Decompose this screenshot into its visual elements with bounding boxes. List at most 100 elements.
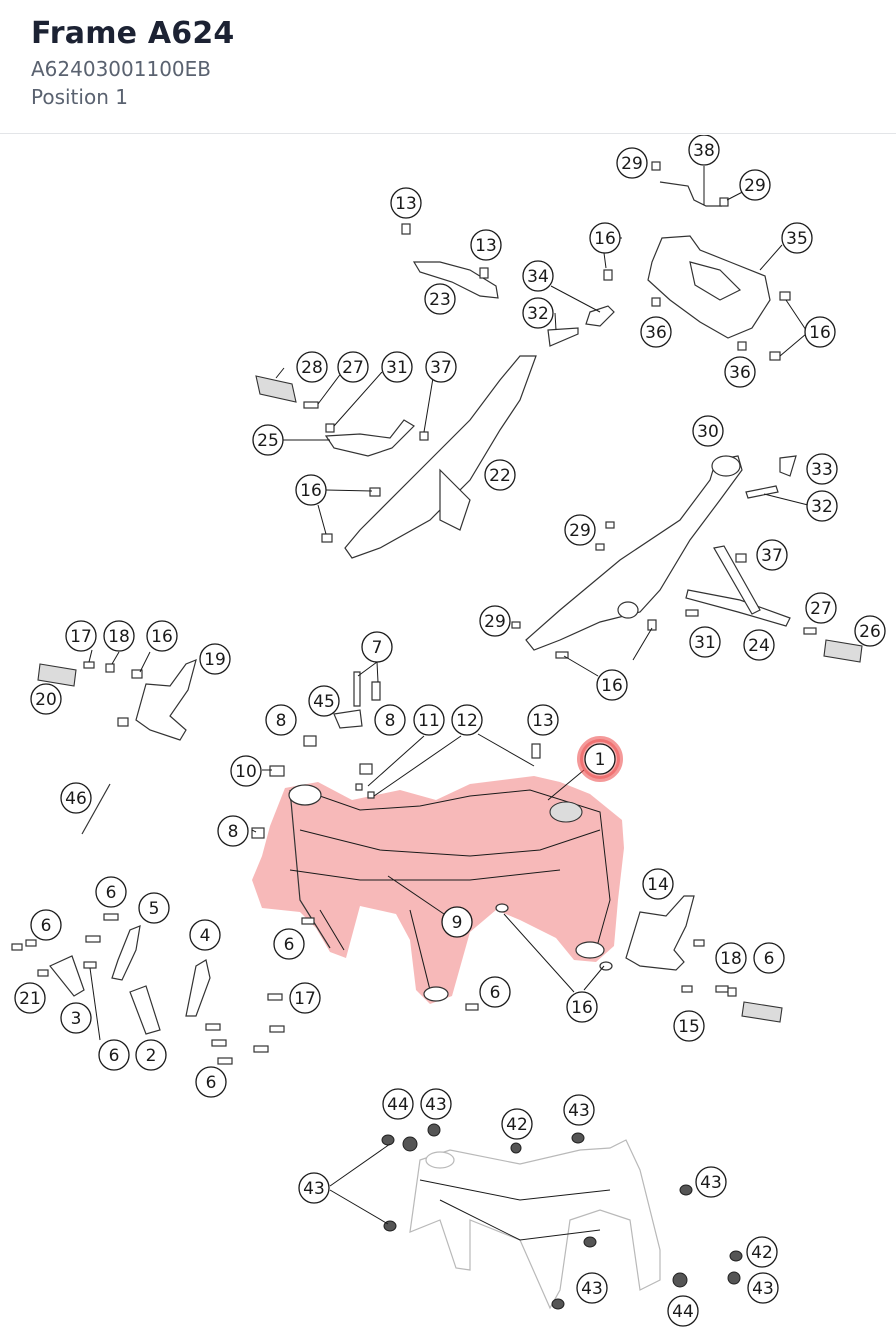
callout-circle[interactable] [781,222,813,254]
callout-circle[interactable] [753,942,785,974]
callout-circle[interactable] [189,919,221,951]
callout-circle[interactable] [616,147,648,179]
callout-circle[interactable] [14,982,46,1014]
callout-circle[interactable] [576,1272,608,1304]
callout-circle[interactable] [522,260,554,292]
callout-circle[interactable] [673,1010,705,1042]
callout-circle[interactable] [95,876,127,908]
callout-17[interactable]: 17 [289,982,321,1014]
callout-11[interactable]: 11 [413,704,445,736]
callout-circle[interactable] [806,490,838,522]
callout-circle[interactable] [689,626,721,658]
callout-8[interactable]: 8 [374,704,406,736]
callout-42[interactable]: 42 [501,1108,533,1140]
callout-circle[interactable] [589,222,621,254]
callout-circle[interactable] [451,704,483,736]
callout-33[interactable]: 33 [806,453,838,485]
callout-9[interactable]: 9 [441,906,473,938]
callout-8[interactable]: 8 [217,815,249,847]
callout-32[interactable]: 32 [806,490,838,522]
callout-circle[interactable] [470,229,502,261]
callout-circle[interactable] [564,514,596,546]
callout-15[interactable]: 15 [673,1010,705,1042]
callout-43[interactable]: 43 [420,1088,452,1120]
callout-8[interactable]: 8 [265,704,297,736]
callout-22[interactable]: 22 [484,459,516,491]
callout-16[interactable]: 16 [566,991,598,1023]
callout-31[interactable]: 31 [381,351,413,383]
callout-5[interactable]: 5 [138,892,170,924]
callout-circle[interactable] [420,1088,452,1120]
callout-circle[interactable] [295,474,327,506]
callout-circle[interactable] [688,135,720,166]
callout-43[interactable]: 43 [298,1172,330,1204]
callout-44[interactable]: 44 [667,1295,699,1327]
callout-circle[interactable] [667,1295,699,1327]
callout-circle[interactable] [563,1094,595,1126]
callout-circle[interactable] [501,1108,533,1140]
callout-6[interactable]: 6 [753,942,785,974]
callout-43[interactable]: 43 [563,1094,595,1126]
callout-42[interactable]: 42 [746,1236,778,1268]
callout-43[interactable]: 43 [747,1272,779,1304]
callout-circle[interactable] [484,459,516,491]
callout-circle[interactable] [413,704,445,736]
callout-23[interactable]: 23 [424,283,456,315]
callout-13[interactable]: 13 [470,229,502,261]
callout-29[interactable]: 29 [479,605,511,637]
callout-29[interactable]: 29 [564,514,596,546]
callout-16[interactable]: 16 [146,620,178,652]
callout-circle[interactable] [273,928,305,960]
callout-29[interactable]: 29 [739,169,771,201]
callout-14[interactable]: 14 [642,868,674,900]
main-frame-1[interactable] [252,776,624,1004]
callout-10[interactable]: 10 [230,755,262,787]
callout-46[interactable]: 46 [60,782,92,814]
callout-32[interactable]: 32 [522,297,554,329]
callout-circle[interactable] [424,283,456,315]
callout-6[interactable]: 6 [479,976,511,1008]
callout-circle[interactable] [289,982,321,1014]
callout-13[interactable]: 13 [527,704,559,736]
callout-circle[interactable] [65,620,97,652]
callout-6[interactable]: 6 [195,1066,227,1098]
callout-43[interactable]: 43 [695,1166,727,1198]
callout-6[interactable]: 6 [30,909,62,941]
callout-circle[interactable] [298,1172,330,1204]
callout-circle[interactable] [374,704,406,736]
callout-2[interactable]: 2 [135,1039,167,1071]
callout-20[interactable]: 20 [30,683,62,715]
callout-circle[interactable] [381,351,413,383]
callout-circle[interactable] [103,620,135,652]
callout-circle[interactable] [522,297,554,329]
callout-37[interactable]: 37 [756,539,788,571]
callout-36[interactable]: 36 [724,356,756,388]
callout-circle[interactable] [854,615,886,647]
frame-highlight[interactable] [252,776,624,1004]
callout-circle[interactable] [361,631,393,663]
callout-12[interactable]: 12 [451,704,483,736]
callout-27[interactable]: 27 [805,592,837,624]
callout-circle[interactable] [806,453,838,485]
callout-circle[interactable] [527,704,559,736]
callout-18[interactable]: 18 [715,942,747,974]
callout-7[interactable]: 7 [361,631,393,663]
callout-13[interactable]: 13 [390,187,422,219]
callout-35[interactable]: 35 [781,222,813,254]
callout-circle[interactable] [146,620,178,652]
callout-circle[interactable] [596,669,628,701]
callout-circle[interactable] [217,815,249,847]
callout-circle[interactable] [30,909,62,941]
callout-16[interactable]: 16 [804,316,836,348]
callout-24[interactable]: 24 [743,629,775,661]
callout-circle[interactable] [805,592,837,624]
callout-circle[interactable] [265,704,297,736]
callout-circle[interactable] [138,892,170,924]
callout-circle[interactable] [98,1039,130,1071]
callout-17[interactable]: 17 [65,620,97,652]
callout-37[interactable]: 37 [425,351,457,383]
callout-circle[interactable] [640,316,672,348]
callout-circle[interactable] [30,683,62,715]
callout-6[interactable]: 6 [95,876,127,908]
callout-30[interactable]: 30 [692,415,724,447]
